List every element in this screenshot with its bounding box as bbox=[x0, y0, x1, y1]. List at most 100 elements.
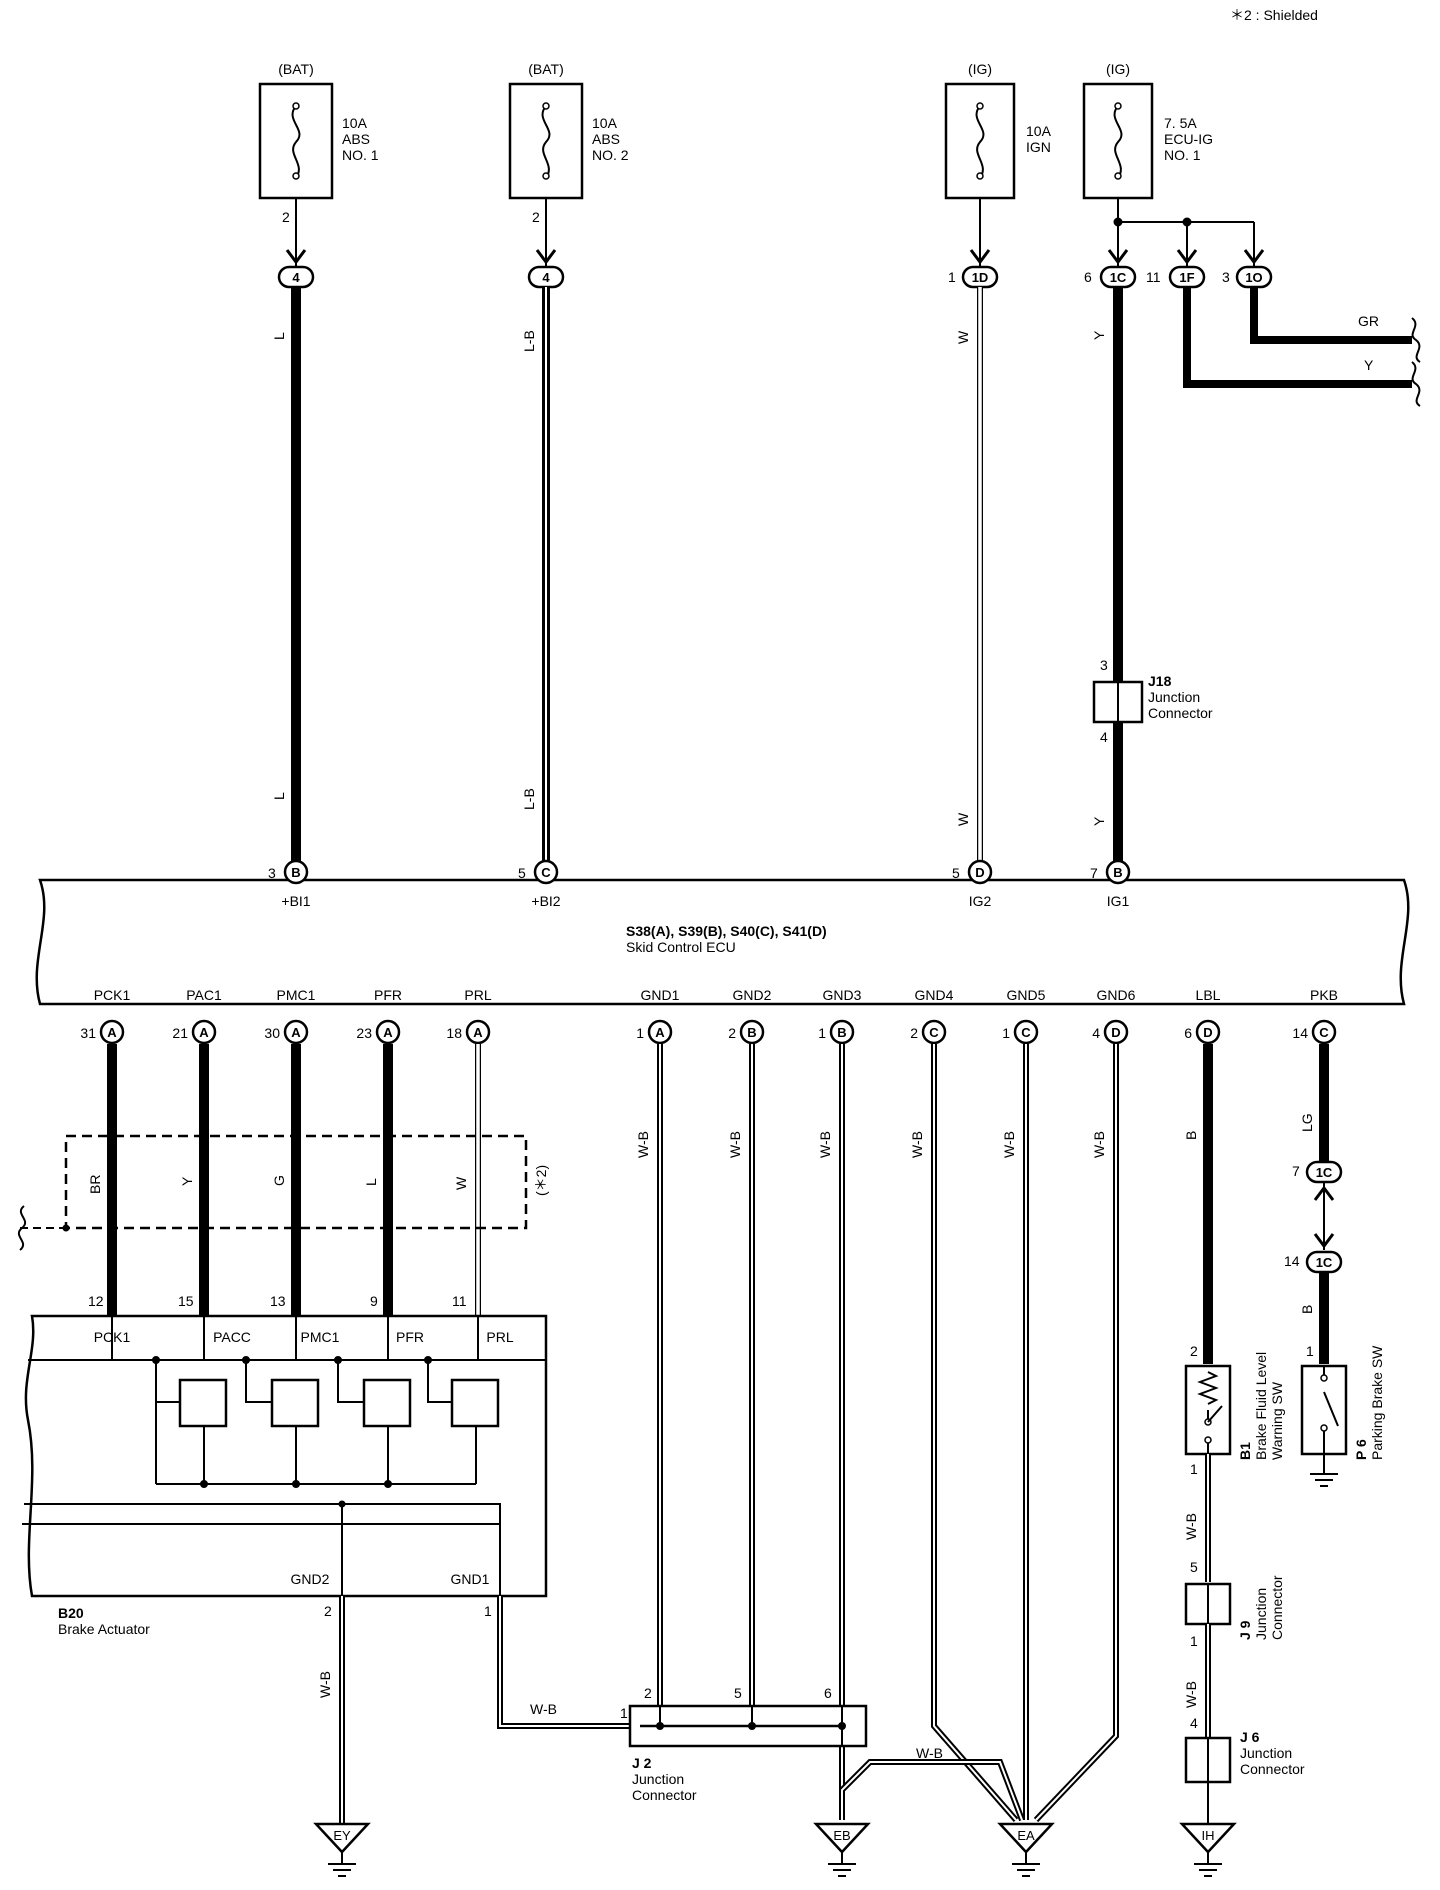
fuse-ign: (IG) 10A IGN bbox=[944, 61, 1052, 200]
chevron-down-icon bbox=[535, 249, 557, 265]
wire-color: W-B bbox=[1091, 1131, 1107, 1158]
pin-number: 1 bbox=[1002, 1025, 1010, 1041]
pin-number: 30 bbox=[264, 1025, 280, 1041]
ground-icon bbox=[1011, 1851, 1041, 1877]
fuse-rating: 10A bbox=[592, 115, 618, 131]
brake-actuator: B20 Brake Actuator bbox=[22, 1314, 548, 1637]
wire-color: L bbox=[363, 1178, 379, 1186]
pin-label: PRL bbox=[486, 1329, 513, 1345]
wire-color: W-B bbox=[1183, 1681, 1199, 1708]
fuse-name: ABS bbox=[592, 131, 620, 147]
wire-color: W-B bbox=[317, 1671, 333, 1698]
pin-number: 1 bbox=[484, 1603, 492, 1619]
pin-label: PMC1 bbox=[301, 1329, 340, 1345]
fuse-rating: 7. 5A bbox=[1164, 115, 1197, 131]
pin-number: 13 bbox=[270, 1293, 286, 1309]
fuse-leads bbox=[295, 198, 1255, 266]
pin-number: 2 bbox=[1190, 1343, 1198, 1359]
wire-color: W bbox=[955, 812, 971, 826]
pin-number: 4 bbox=[1190, 1715, 1198, 1731]
component-name: Parking Brake SW bbox=[1369, 1345, 1385, 1460]
terminal-conn: D bbox=[1111, 1025, 1120, 1040]
junction-connector-j18: 3 4 J18 Junction Connector bbox=[1092, 657, 1213, 745]
actuator-signal-wires: BR Y G L W bbox=[87, 1044, 481, 1316]
pin-number: 1 bbox=[818, 1025, 826, 1041]
pin-number: 4 bbox=[1100, 729, 1108, 745]
fuse-number: NO. 1 bbox=[342, 147, 379, 163]
terminal-circle bbox=[739, 1019, 765, 1045]
wire-color: W-B bbox=[530, 1701, 557, 1717]
terminal-label: PCK1 bbox=[94, 987, 131, 1003]
ground-code: EA bbox=[1017, 1828, 1035, 1843]
pin-number: 5 bbox=[518, 865, 526, 881]
connector-name: Connector bbox=[1269, 1575, 1285, 1640]
terminal-label: GND5 bbox=[1007, 987, 1046, 1003]
terminal-conn: A bbox=[291, 1025, 301, 1040]
wire-color: W-B bbox=[1001, 1131, 1017, 1158]
ground-point-ey: EY bbox=[313, 1822, 371, 1877]
shield-enclosure: (＊2) bbox=[17, 1134, 549, 1251]
ground-point-ea: EA bbox=[997, 1822, 1055, 1877]
connector-code: 4 bbox=[292, 270, 300, 285]
terminal-conn: B bbox=[291, 865, 300, 880]
ecu-name: Skid Control ECU bbox=[626, 939, 736, 955]
ecu-title: S38(A), S39(B), S40(C), S41(D) bbox=[626, 923, 827, 939]
wire-color: W bbox=[453, 1176, 469, 1190]
pin-number: 1 bbox=[948, 269, 956, 285]
pin-number: 21 bbox=[172, 1025, 188, 1041]
terminal-label: PAC1 bbox=[186, 987, 222, 1003]
terminal-circle bbox=[921, 1019, 947, 1045]
pin-number: 2 bbox=[910, 1025, 918, 1041]
wire-color: Y bbox=[1091, 816, 1107, 826]
pin-number: 15 bbox=[178, 1293, 194, 1309]
terminal-label: LBL bbox=[1196, 987, 1221, 1003]
connector-id: J 2 bbox=[632, 1755, 652, 1771]
fuse-icon bbox=[975, 105, 985, 179]
ground-code: EB bbox=[833, 1828, 850, 1843]
wire-color: L-B bbox=[521, 330, 537, 352]
pin-number: 7 bbox=[1090, 865, 1098, 881]
fuse-abs-no1: (BAT) 10A ABS NO. 1 2 bbox=[258, 61, 379, 225]
pin-number: 2 bbox=[644, 1685, 652, 1701]
pin-label: GND1 bbox=[451, 1571, 490, 1587]
fuse-name: IGN bbox=[1026, 139, 1051, 155]
ground-icon bbox=[1193, 1851, 1223, 1877]
connector-name: Connector bbox=[1148, 705, 1213, 721]
ground-code: EY bbox=[333, 1828, 351, 1843]
fuse-supply: (BAT) bbox=[278, 61, 314, 77]
terminal-label: +BI2 bbox=[531, 893, 560, 909]
wire-color: LG bbox=[1299, 1113, 1315, 1132]
shield-note: ＊2 : Shielded bbox=[1230, 7, 1318, 23]
fuse-abs-no2: (BAT) 10A ABS NO. 2 2 bbox=[508, 61, 629, 225]
wire-color: W-B bbox=[817, 1131, 833, 1158]
ecu-top-terminals: B 3 +BI1 C 5 +BI2 D 5 IG2 B 7 IG1 bbox=[268, 859, 1131, 909]
terminal-conn: A bbox=[107, 1025, 117, 1040]
pin-number: 1 bbox=[1190, 1461, 1198, 1477]
fuse-supply: (IG) bbox=[1106, 61, 1130, 77]
ecu-bottom-terminals: PCK1A31PAC1A21PMC1A30PFRA23PRLA18GND1A1G… bbox=[80, 987, 1338, 1045]
wire-color: W-B bbox=[1183, 1513, 1199, 1540]
pin-number: 12 bbox=[88, 1293, 104, 1309]
terminal-label: PKB bbox=[1310, 987, 1338, 1003]
fuse-rating: 10A bbox=[1026, 123, 1052, 139]
pin-number: 2 bbox=[532, 209, 540, 225]
terminal-conn: C bbox=[541, 865, 551, 880]
terminal-circle bbox=[191, 1019, 217, 1045]
connector-id: J18 bbox=[1148, 673, 1172, 689]
connector-code: 1C bbox=[1316, 1165, 1333, 1180]
wire-color: BR bbox=[87, 1175, 103, 1194]
actuator-id: B20 bbox=[58, 1605, 84, 1621]
actuator-solenoids bbox=[111, 1316, 500, 1488]
terminal-conn: A bbox=[655, 1025, 665, 1040]
terminal-circle bbox=[1195, 1019, 1221, 1045]
float-switch-icon bbox=[1197, 1371, 1219, 1405]
pin-label: GND2 bbox=[291, 1571, 330, 1587]
connector-code: 1F bbox=[1179, 270, 1194, 285]
fuse-rating: 10A bbox=[342, 115, 368, 131]
pin-number: 5 bbox=[734, 1685, 742, 1701]
pkb-circuit: LG 1C 7 1C 14 B 1 P 6 Parking Brake SW bbox=[1284, 1044, 1385, 1487]
terminal-label: PFR bbox=[374, 987, 402, 1003]
